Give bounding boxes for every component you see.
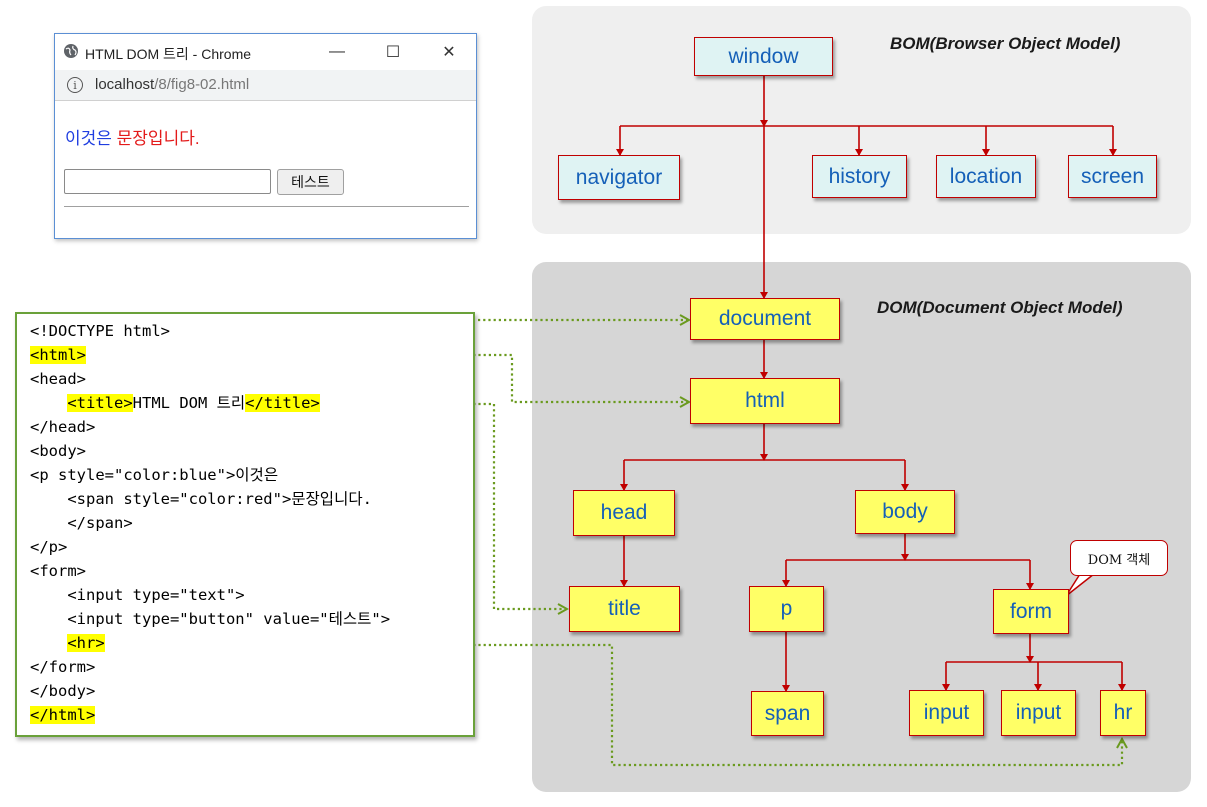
- highlight-hr: <hr>: [67, 634, 105, 652]
- dom-object-callout: DOM 객체: [1070, 540, 1168, 576]
- code-line: <form>: [30, 562, 86, 580]
- code-line: </p>: [30, 538, 68, 556]
- node-navigator: navigator: [558, 155, 680, 200]
- node-document: document: [690, 298, 840, 340]
- title-text: HTML DOM 트리: [132, 394, 246, 412]
- node-location: location: [936, 155, 1036, 198]
- paragraph-red-span: 문장입니다.: [116, 129, 200, 148]
- code-line: <input type="button" value="테스트">: [30, 610, 391, 628]
- node-head: head: [573, 490, 675, 536]
- code-line: </span>: [30, 514, 133, 532]
- url-host: localhost: [95, 76, 155, 93]
- code-line: <input type="text">: [30, 586, 245, 604]
- browser-window-title: HTML DOM 트리 - Chrome: [85, 46, 252, 62]
- node-p: p: [749, 586, 824, 632]
- bom-title: BOM(Browser Object Model): [890, 34, 1121, 53]
- node-input-button: input: [1001, 690, 1076, 736]
- code-line: </head>: [30, 418, 96, 436]
- code-line: <body>: [30, 442, 86, 460]
- node-history: history: [812, 155, 907, 198]
- indent: [30, 394, 67, 412]
- code-line: </body>: [30, 682, 96, 700]
- node-html: html: [690, 378, 840, 424]
- code-line: <title>HTML DOM 트리</title>: [30, 393, 320, 413]
- node-input-text: input: [909, 690, 984, 736]
- code-line: <p style="color:blue">이것은: [30, 466, 279, 484]
- node-body: body: [855, 490, 955, 534]
- sample-paragraph: 이것은 문장입니다.: [65, 124, 200, 149]
- browser-titlebar: HTML DOM 트리 - Chrome — ☐ ✕: [55, 34, 476, 70]
- html-source-code: <!DOCTYPE html> <html> <head> <title>HTM…: [15, 312, 475, 737]
- browser-window: HTML DOM 트리 - Chrome — ☐ ✕ i localhost/8…: [54, 33, 477, 239]
- info-icon[interactable]: i: [67, 77, 83, 93]
- dom-title: DOM(Document Object Model): [877, 298, 1123, 317]
- callout-seam: [1081, 573, 1093, 575]
- node-form: form: [993, 589, 1069, 634]
- close-icon[interactable]: ✕: [442, 44, 456, 61]
- highlight-title-open: <title>: [67, 394, 133, 412]
- horizontal-rule: [64, 206, 469, 207]
- node-span: span: [751, 691, 824, 736]
- node-screen: screen: [1068, 155, 1157, 198]
- code-line: </html>: [30, 705, 96, 725]
- code-line: <span style="color:red">문장입니다.: [30, 490, 372, 508]
- node-title: title: [569, 586, 680, 632]
- url-path: /8/fig8-02.html: [154, 76, 250, 93]
- minimize-icon[interactable]: —: [329, 43, 345, 60]
- code-line: <hr>: [30, 633, 105, 653]
- code-line: <html>: [30, 345, 86, 365]
- address-bar[interactable]: i localhost/8/fig8-02.html: [55, 70, 476, 101]
- highlight-title-close: </title>: [245, 394, 320, 412]
- code-line: <head>: [30, 370, 86, 388]
- code-line: </form>: [30, 658, 96, 676]
- test-button[interactable]: 테스트: [277, 169, 344, 195]
- code-line: <!DOCTYPE html>: [30, 322, 170, 340]
- text-input[interactable]: [64, 169, 271, 194]
- indent: [30, 634, 67, 652]
- node-hr: hr: [1100, 690, 1146, 736]
- highlight-html-open: <html>: [30, 346, 86, 364]
- highlight-html-close: </html>: [30, 706, 96, 724]
- node-window: window: [694, 37, 833, 76]
- globe-icon: [64, 44, 78, 58]
- url-text[interactable]: localhost/8/fig8-02.html: [95, 76, 249, 93]
- paragraph-blue-text: 이것은: [65, 129, 117, 148]
- maximize-icon[interactable]: ☐: [385, 44, 401, 61]
